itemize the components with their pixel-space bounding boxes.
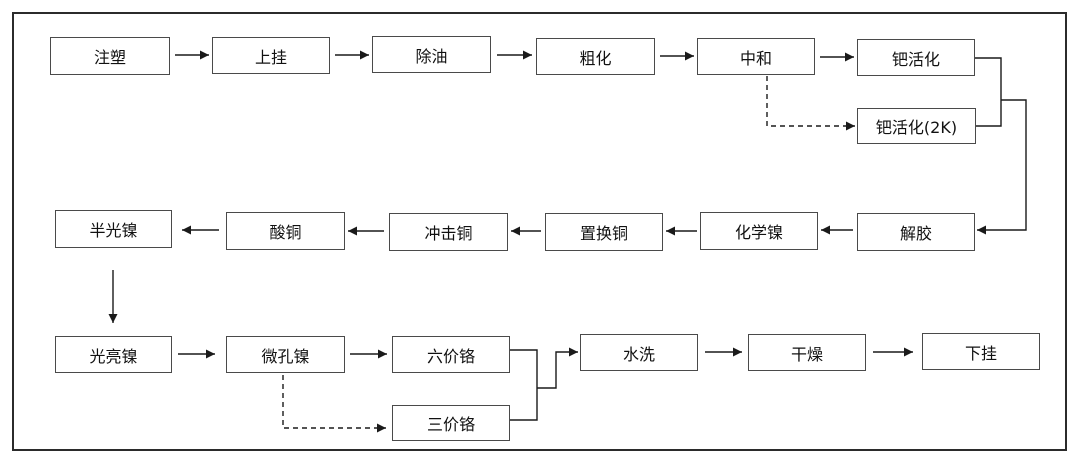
step-trivalent-chrome: 三价铬 [392,405,510,441]
step-label: 置换铜 [579,224,628,243]
step-label: 水洗 [622,344,655,364]
step-acid-copper: 酸铜 [226,212,345,250]
step-label: 三价铬 [426,415,475,434]
step-neutralization: 中和 [697,38,815,75]
step-label: 微孔镍 [261,346,310,366]
step-rinse: 水洗 [580,334,698,371]
connector-pd-activation-2k-out [976,100,1002,127]
connector-hexavalent-chrome-out [510,349,538,388]
step-hexavalent-chrome: 六价铬 [392,336,510,373]
step-pd-activation: 钯活化 [857,39,975,76]
step-bright-nickel: 光亮镍 [55,336,172,373]
step-degreasing: 除油 [372,36,491,73]
step-label: 化学镍 [734,223,783,242]
step-label: 注塑 [93,48,126,67]
step-label: 冲击铜 [424,224,473,243]
step-label: 除油 [415,46,448,66]
dashed-arrow-microporous-nickel-to-trivalent-chrome [282,375,386,433]
step-label: 光亮镍 [89,346,138,366]
step-label: 钯活化 [891,49,940,69]
step-unracking: 下挂 [922,333,1040,370]
dashed-arrow-neutralization-to-pd-activation-2k [766,76,855,131]
step-label: 半光镍 [89,221,138,240]
step-etching: 粗化 [536,38,655,75]
step-microporous-nickel: 微孔镍 [226,336,345,373]
arrow-chrome-merge-to-rinse [537,347,578,389]
step-acceleration: 解胶 [857,213,975,251]
step-label: 下挂 [964,343,997,363]
step-label: 干燥 [790,344,823,364]
step-racking: 上挂 [212,37,330,74]
connector-pd-activation-out [975,57,1002,100]
step-injection-molding: 注塑 [50,37,170,75]
step-semi-bright-nickel: 半光镍 [55,210,172,248]
step-displacement-copper: 置换铜 [545,213,663,251]
step-label: 中和 [739,48,772,68]
step-label: 粗化 [579,48,612,68]
step-label: 钯活化(2K) [875,118,958,137]
step-label: 上挂 [254,47,287,67]
step-strike-copper: 冲击铜 [389,213,508,251]
step-label: 酸铜 [269,223,302,242]
step-pd-activation-2k: 钯活化(2K) [857,108,976,144]
step-label: 解胶 [899,224,932,243]
step-label: 六价铬 [426,346,475,366]
arrow-merge-to-acceleration [977,99,1027,235]
step-drying: 干燥 [748,334,866,371]
connector-trivalent-chrome-out [510,388,538,421]
step-electroless-nickel: 化学镍 [700,212,818,250]
